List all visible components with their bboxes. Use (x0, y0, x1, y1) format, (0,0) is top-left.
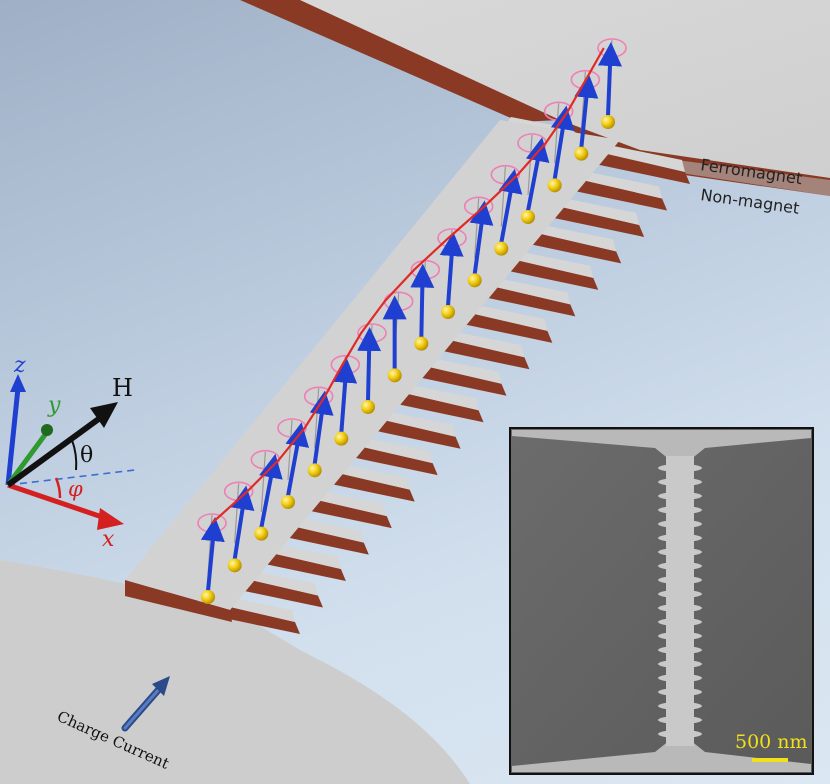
x-axis (7, 482, 106, 521)
theta-label: θ (80, 443, 93, 468)
spin-element (490, 164, 523, 256)
phi-label: φ (68, 477, 83, 501)
field-vector (6, 415, 102, 488)
spin-element (223, 481, 255, 573)
z-axis-label: z (13, 353, 26, 378)
z-axis (5, 387, 21, 486)
sem-inset (509, 427, 814, 775)
sem-tooth (658, 478, 702, 486)
sem-tooth (658, 548, 702, 556)
scale-bar-label: 500 nm (735, 731, 808, 753)
y-axis-label: y (47, 393, 61, 418)
spin-element (357, 323, 387, 414)
x-axis-label: x (102, 527, 115, 552)
spin-wave-curve (211, 47, 605, 524)
charge-current-arrow (121, 676, 170, 732)
sem-tooth (658, 660, 702, 668)
spin-element (197, 513, 227, 604)
sem-tooth (658, 520, 702, 528)
sem-tooth (658, 506, 702, 514)
spin-element (330, 354, 361, 446)
nonmagnet-label: Non-magnet (699, 185, 800, 218)
spin-element (597, 38, 627, 129)
sem-tooth (658, 688, 702, 696)
sem-tooth (658, 674, 702, 682)
spin-wave-visualization (197, 38, 627, 604)
spin-element (410, 259, 441, 351)
sem-tooth (658, 702, 702, 710)
sem-tooth (658, 618, 702, 626)
sem-tooth (658, 730, 702, 738)
spin-element (543, 101, 575, 193)
field-label: H (112, 374, 133, 402)
spin-element (303, 386, 334, 478)
sem-tooth (658, 590, 702, 598)
sem-tooth (658, 562, 702, 570)
sem-tooth (658, 646, 702, 654)
sem-tooth (658, 464, 702, 472)
coordinate-axes (5, 374, 136, 530)
spin-element (437, 228, 467, 319)
bottom-contact-pad (0, 560, 470, 784)
y-axis (5, 426, 53, 487)
sem-comb-structure (658, 456, 702, 746)
sem-tooth (658, 492, 702, 500)
sem-tooth (658, 604, 702, 612)
sem-tooth (658, 576, 702, 584)
sem-tooth (658, 716, 702, 724)
spin-element (463, 196, 494, 288)
spin-element (570, 69, 601, 161)
sem-tooth (658, 632, 702, 640)
sem-tooth (658, 534, 702, 542)
